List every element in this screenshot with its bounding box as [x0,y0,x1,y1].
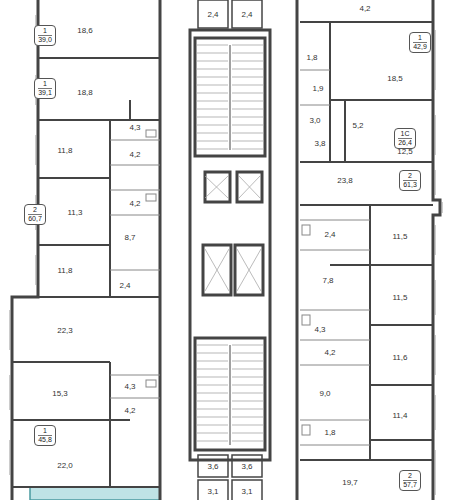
windows [10,15,442,495]
apartment-badge: 139,1 [34,78,56,99]
room-area: 22,0 [57,461,73,470]
room-area: 11,3 [68,208,83,217]
room-area: 4,3 [314,325,325,334]
room-area: 22,3 [57,326,73,335]
room-area: 5,2 [352,121,363,130]
room-area: 4,2 [359,4,370,13]
apartment-area: 57,7 [403,481,417,489]
room-area: 18,5 [387,74,403,83]
room-area: 1,8 [306,53,317,62]
apartment-badge: 261,3 [399,170,421,191]
room-count: 2 [403,472,417,481]
apartment-badge: 260,7 [24,204,46,225]
room-area: 3,8 [314,139,325,148]
stair-steps [197,45,263,441]
room-area: 18,6 [77,26,93,35]
room-area: 11,5 [393,293,408,302]
apartment-area: 61,3 [403,181,417,189]
room-area: 15,3 [52,389,68,398]
room-area: 3,6 [241,462,252,471]
apartment-area: 39,0 [38,36,52,44]
room-area: 4,2 [129,199,140,208]
apartment-badge: 142,9 [409,32,431,53]
apartment-area: 39,1 [38,89,52,97]
highlighted-apartment [30,487,160,500]
room-area: 11,6 [393,353,408,362]
room-area: 7,8 [322,276,333,285]
room-area: 3,1 [207,487,218,496]
room-area: 4,3 [124,382,135,391]
room-area: 4,2 [129,150,140,159]
apartment-area: 42,9 [413,43,427,51]
bathrooms [110,70,370,445]
room-area: 11,8 [58,146,73,155]
room-area: 2,4 [207,10,218,19]
room-area: 4,2 [324,348,335,357]
room-area: 12,5 [397,147,413,156]
room-count: 1 [38,27,52,36]
room-area: 2,4 [119,281,130,290]
room-count: 1 [413,34,427,43]
room-area: 1,9 [312,84,323,93]
room-area: 19,7 [342,478,358,487]
room-area: 3,6 [207,462,218,471]
walls [12,0,440,500]
room-area: 1,8 [324,428,335,437]
room-count: 2 [403,172,417,181]
room-area: 9,0 [319,389,330,398]
apartment-badge: 139,0 [34,25,56,46]
room-area: 8,7 [124,233,135,242]
apartment-area: 60,7 [28,215,42,223]
room-area: 23,8 [337,176,353,185]
room-area: 4,2 [124,406,135,415]
room-count: 2 [28,206,42,215]
room-area: 4,3 [129,123,140,132]
room-count: 1 [38,80,52,89]
apartment-area: 45,8 [38,436,52,444]
room-area: 11,5 [393,232,408,241]
apartment-badge: 145,8 [34,425,56,446]
room-area: 3,1 [241,487,252,496]
apartment-area: 26,4 [398,139,412,147]
apartment-badge: 257,7 [399,470,421,491]
core [195,0,265,500]
room-area: 11,8 [58,266,73,275]
room-area: 18,8 [77,88,93,97]
partitions [12,22,433,487]
apartment-badge: 1С26,4 [394,128,416,149]
room-count: 1 [38,427,52,436]
room-area: 3,0 [309,116,320,125]
room-area: 2,4 [241,10,252,19]
room-area: 2,4 [324,230,335,239]
room-count: 1С [398,130,412,139]
room-area: 11,4 [393,411,408,420]
